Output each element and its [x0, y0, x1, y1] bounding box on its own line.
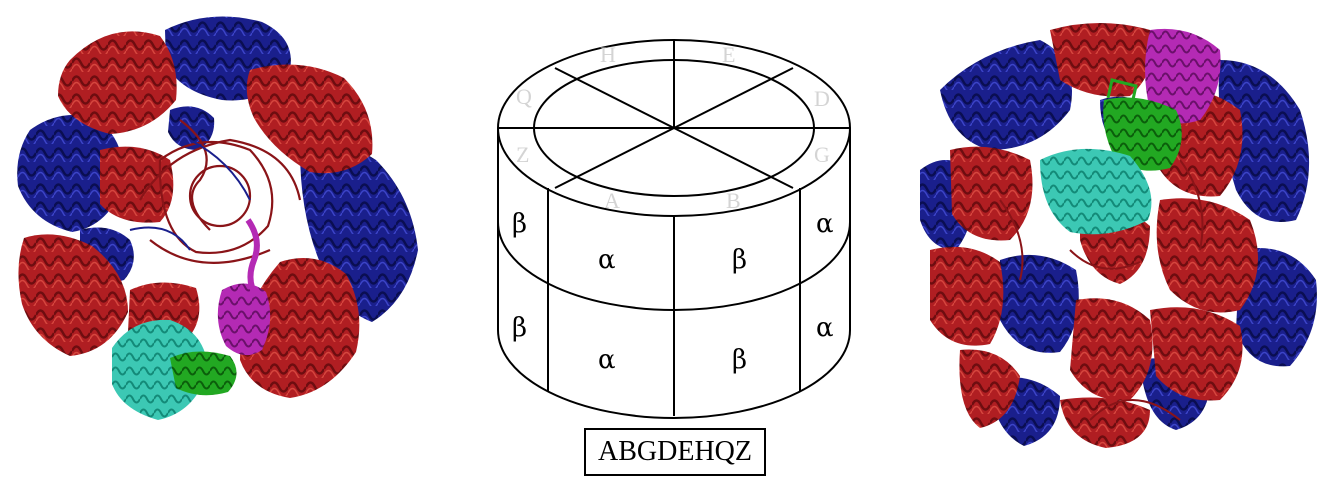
- red-domain: [930, 247, 1003, 346]
- protein-complex-side-view: [920, 23, 1317, 448]
- caption-box: ABGDEHQZ: [584, 428, 766, 476]
- label-beta-upper-center-right: β: [732, 245, 747, 275]
- spoke: [674, 128, 793, 188]
- red-domain: [1157, 198, 1258, 312]
- red-domain: [1060, 398, 1150, 448]
- spoke: [674, 68, 793, 128]
- cyan-subunit: [1040, 149, 1151, 234]
- ring-letter-z: Z: [516, 142, 529, 167]
- protein-ring-top-view: [17, 17, 418, 420]
- ring-letter-e: E: [722, 42, 735, 67]
- blue-domain: [1000, 255, 1079, 353]
- spoke: [555, 128, 674, 188]
- label-alpha-upper-right: α: [816, 209, 834, 239]
- ring-letter-g: G: [814, 142, 830, 167]
- label-beta-lower-left: β: [512, 313, 527, 343]
- label-alpha-upper-center-left: α: [598, 245, 616, 275]
- magenta-subunit: [218, 283, 270, 355]
- ring-letter-b: B: [726, 188, 741, 213]
- green-subunit: [170, 351, 237, 395]
- spoke: [555, 68, 674, 128]
- red-domain: [1070, 298, 1153, 400]
- ring-letter-a: A: [604, 188, 620, 213]
- cylinder-schematic: [498, 40, 850, 418]
- red-domain: [247, 65, 373, 174]
- label-alpha-lower-right: α: [816, 313, 834, 343]
- red-domain: [950, 147, 1033, 241]
- ring-letter-d: D: [814, 86, 830, 111]
- subunit-labels: β α β α β α β α: [512, 209, 834, 375]
- label-beta-upper-left: β: [512, 209, 527, 239]
- blue-domain: [940, 40, 1072, 150]
- ring-letter-q: Q: [516, 84, 532, 109]
- label-beta-lower-center-right: β: [732, 345, 747, 375]
- label-alpha-lower-center-left: α: [598, 345, 616, 375]
- ring-letter-h: H: [600, 42, 616, 67]
